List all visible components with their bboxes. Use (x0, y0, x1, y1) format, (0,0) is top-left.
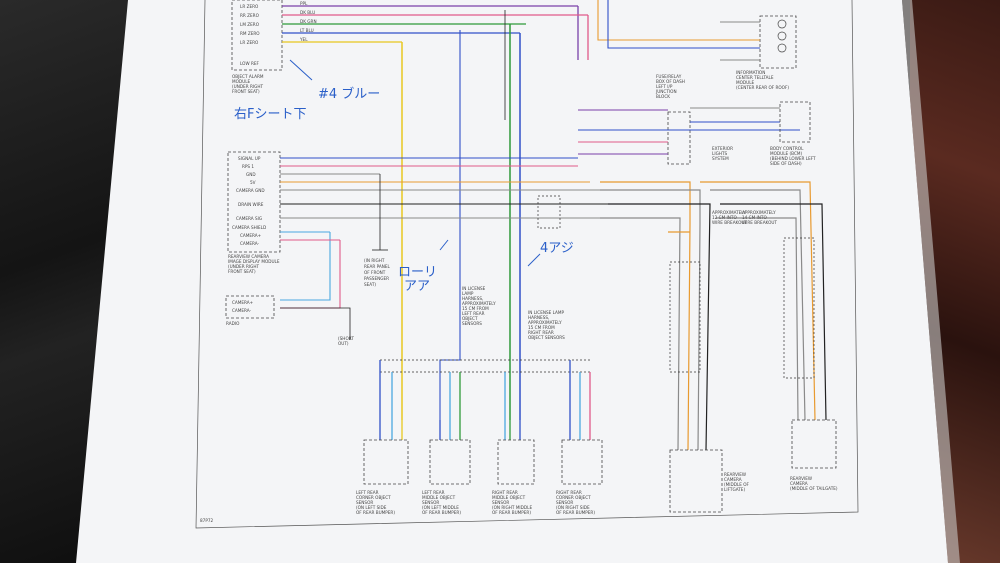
note-seat: 右Fシート下 (234, 107, 306, 122)
connector-markers (380, 195, 815, 379)
svg-text:RPS 1: RPS 1 (242, 164, 254, 169)
rearview-display-module: SIGNAL UP RPS 1 GND 5V CAMERA GND DRAIN … (227, 151, 281, 274)
diagram-frame (195, 0, 859, 529)
svg-text:REAR PANEL: REAR PANEL (364, 264, 391, 269)
sensor-drop-wires (379, 360, 591, 440)
svg-text:RADIO: RADIO (226, 321, 240, 326)
svg-text:CAMERA-: CAMERA- (240, 241, 260, 246)
svg-text:CAMERA-: CAMERA- (232, 308, 252, 313)
svg-text:DK GRN: DK GRN (300, 19, 317, 24)
top-wire-bundle (282, 5, 589, 60)
paper-sheet (76, 0, 948, 563)
radio-module: CAMERA+ CAMERA- RADIO (225, 295, 275, 326)
svg-text:PASSENGER: PASSENGER (364, 276, 389, 281)
svg-text:LR ZERO: LR ZERO (240, 4, 259, 9)
handwritten-notes: #4 ブルー 右Fシート下 ローリアア 4アジ (234, 59, 574, 294)
svg-text:RM ZERO: RM ZERO (240, 31, 260, 36)
svg-text:OF FRONT: OF FRONT (364, 270, 386, 275)
camera-harness-wires (600, 181, 827, 451)
svg-text:LOW REF: LOW REF (240, 61, 260, 66)
figure-id: 87P72 (200, 518, 214, 523)
svg-text:CAMERA SIG: CAMERA SIG (236, 216, 262, 221)
note-4adj: 4アジ (540, 241, 574, 256)
paper-shadow (902, 0, 960, 563)
svg-text:LT BLU: LT BLU (300, 28, 314, 33)
svg-text:PPL: PPL (300, 1, 308, 6)
fuse-wires (578, 107, 800, 155)
object-alarm-module: LR ZERO RR ZERO LM ZERO RM ZERO LR ZERO … (231, 0, 283, 94)
svg-text:SIGNAL UP: SIGNAL UP (238, 156, 261, 161)
sensor-trunk-wires (401, 10, 521, 420)
ground-symbol (372, 174, 388, 251)
svg-text:LM ZERO: LM ZERO (240, 22, 260, 27)
svg-text:5V: 5V (250, 180, 256, 185)
display-module-wires (280, 157, 608, 340)
svg-text:RR ZERO: RR ZERO (240, 13, 260, 18)
svg-text:SEAT): SEAT) (364, 282, 376, 287)
note-blue-4: #4 ブルー (318, 86, 380, 102)
svg-text:CAMERA SHIELD: CAMERA SHIELD (232, 225, 266, 230)
svg-text:CAMERA+: CAMERA+ (240, 233, 262, 238)
info-center-wires (597, 0, 760, 61)
note-rolling: ローリアア (398, 265, 437, 294)
svg-text:YEL: YEL (299, 37, 308, 42)
svg-text:DRAIN WIRE: DRAIN WIRE (238, 202, 264, 207)
svg-text:DK BLU: DK BLU (300, 10, 315, 15)
svg-text:(IN RIGHT: (IN RIGHT (364, 258, 385, 263)
svg-text:CAMERA GND: CAMERA GND (236, 188, 265, 193)
svg-text:GND: GND (246, 172, 256, 177)
svg-text:CAMERA+: CAMERA+ (232, 300, 254, 305)
svg-text:LR ZERO: LR ZERO (240, 40, 259, 45)
